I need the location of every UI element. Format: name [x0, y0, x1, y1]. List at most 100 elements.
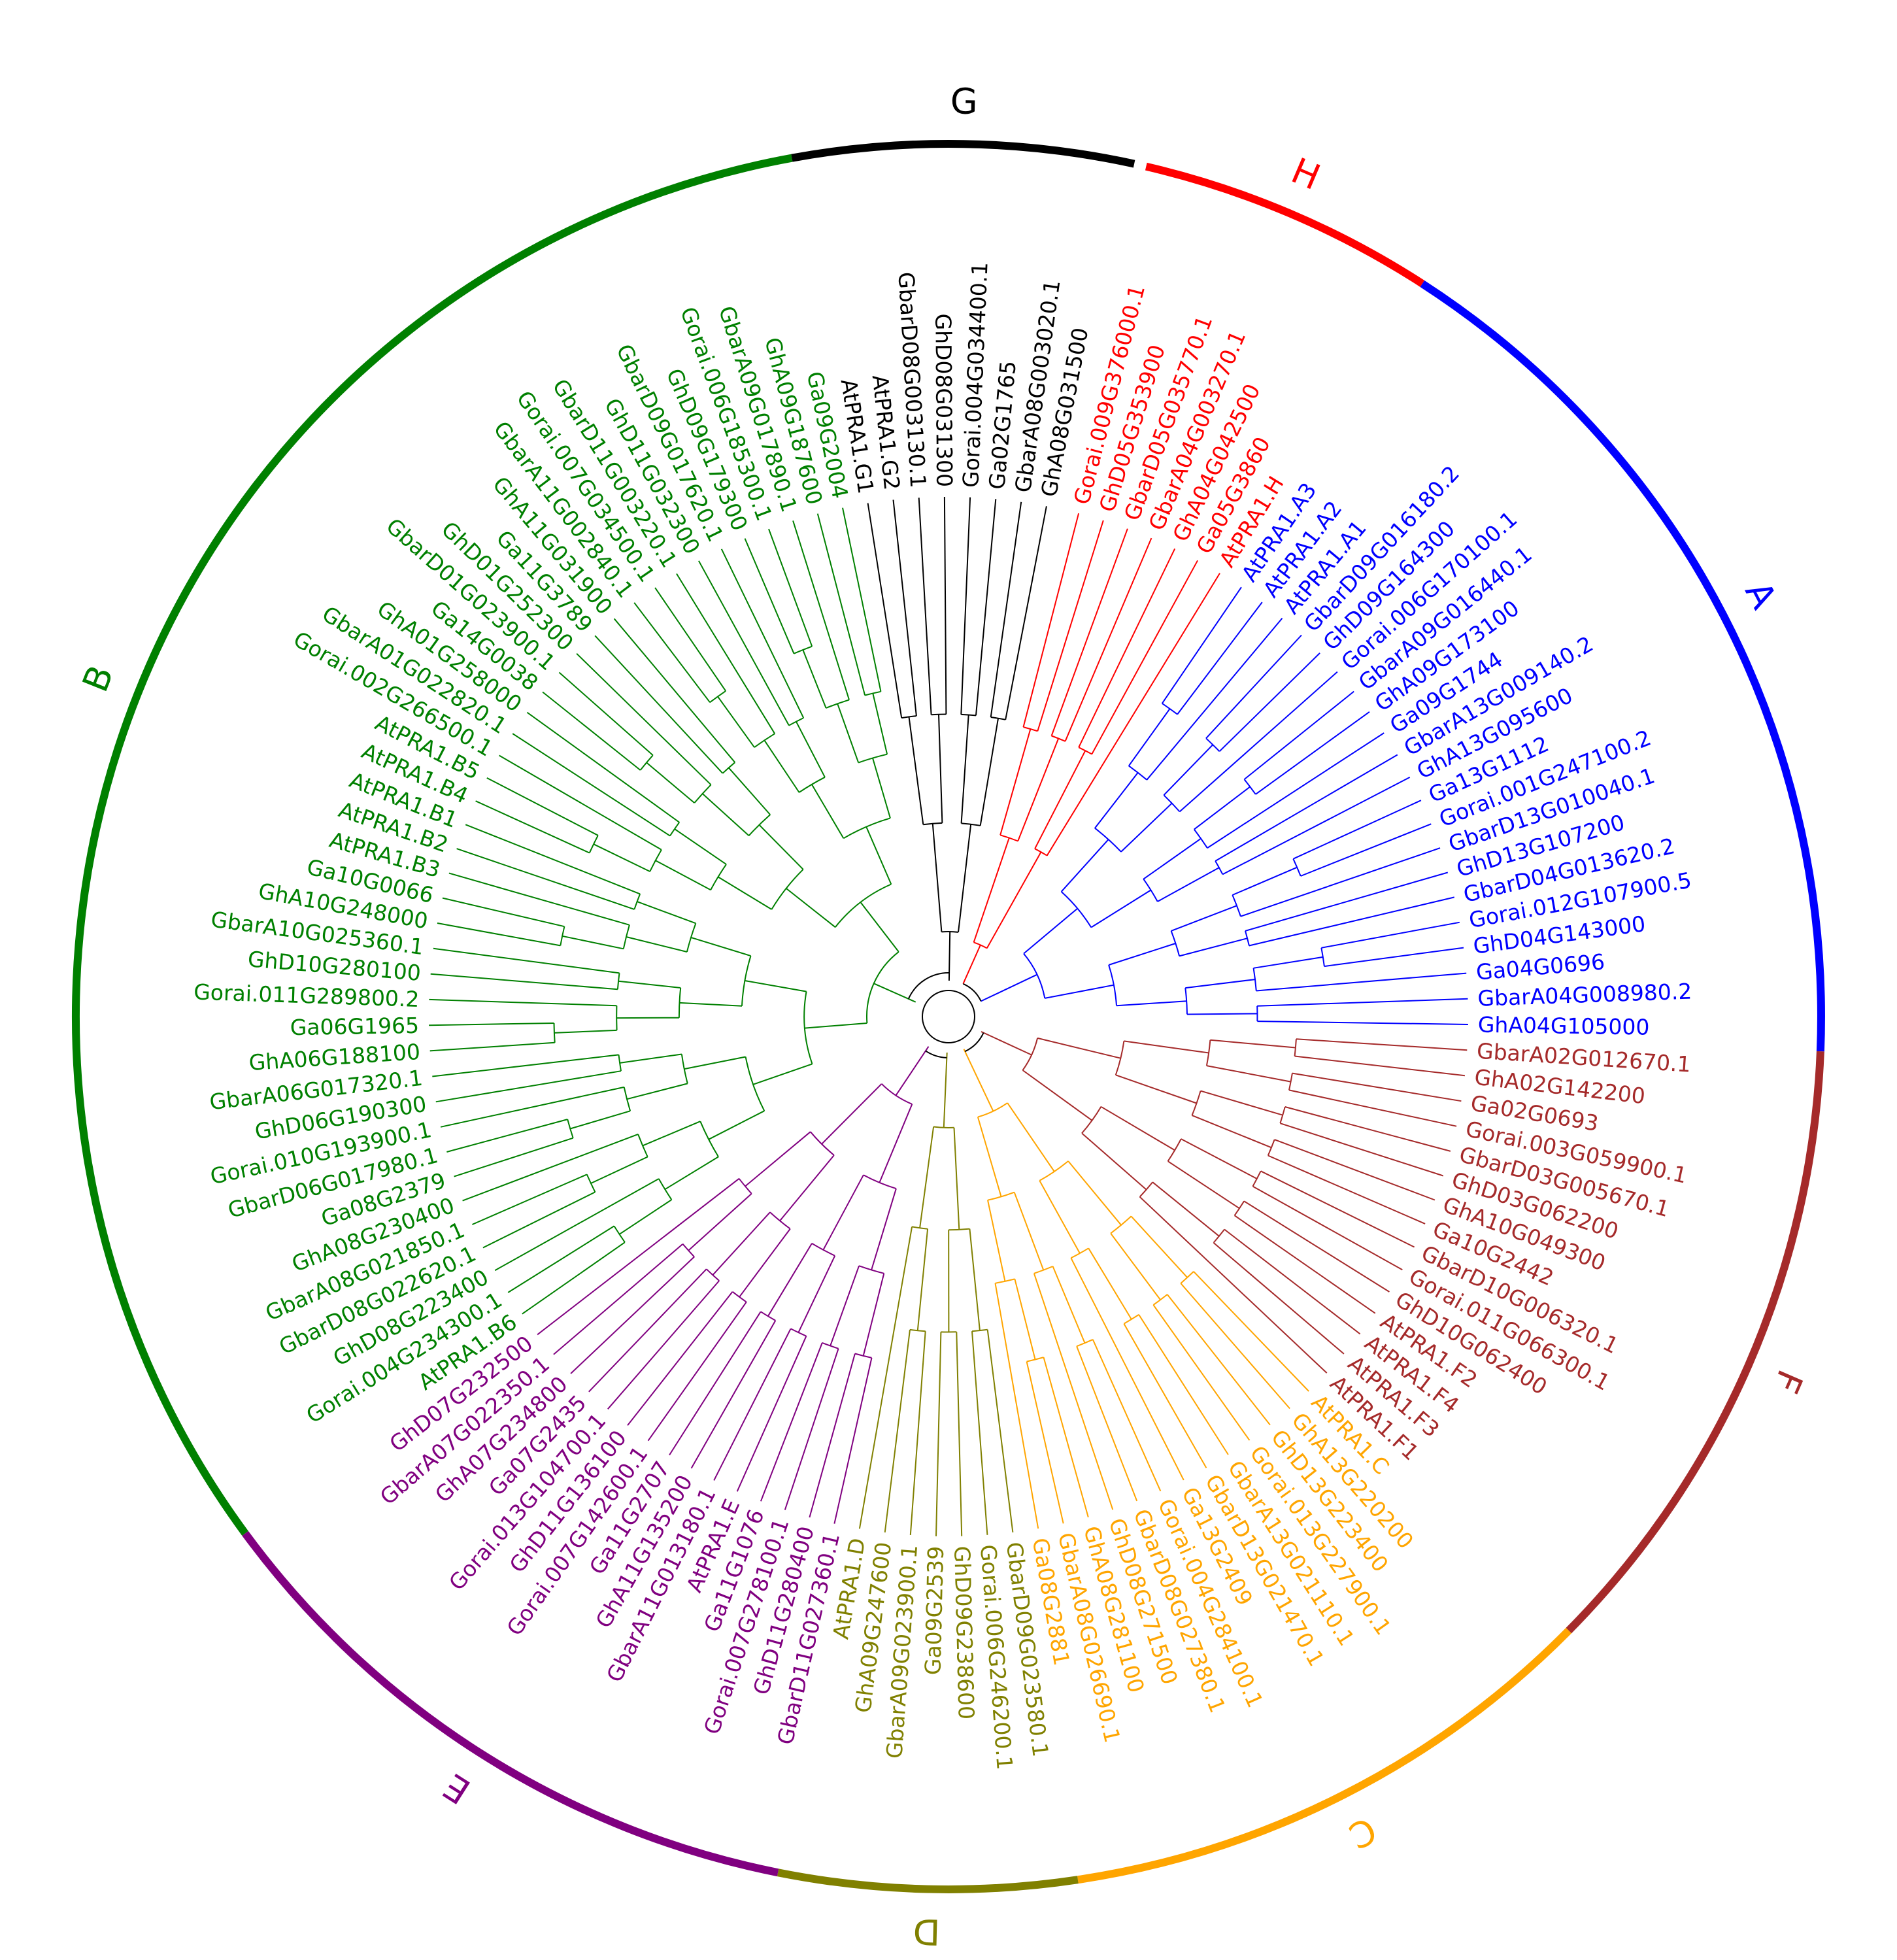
branch-line: [872, 693, 888, 754]
branch-line: [767, 1243, 813, 1317]
branch-line: [1067, 1160, 1122, 1226]
branch-line: [943, 496, 947, 715]
branch-line: [1206, 1065, 1291, 1083]
branch-line: [1034, 750, 1086, 849]
branch-line: [1064, 537, 1152, 742]
branch-line: [1292, 1072, 1462, 1102]
branch-line: [1128, 708, 1171, 766]
branch-line: [872, 758, 891, 819]
branch-line: [619, 1053, 682, 1064]
branch-arc: [1110, 1215, 1132, 1234]
branch-line: [739, 1228, 791, 1298]
branch-line: [718, 876, 772, 910]
branch-line: [440, 1086, 624, 1128]
branch-line: [858, 1226, 913, 1529]
branch-line: [1280, 1123, 1444, 1177]
branch-line: [764, 739, 800, 793]
leaf-label: Gorai.011G289800.2: [193, 979, 420, 1012]
branch-line: [1115, 1074, 1197, 1104]
branch-line: [437, 922, 561, 947]
branch-line: [588, 1268, 707, 1393]
branch-line: [654, 587, 727, 692]
branch-line: [1186, 1013, 1258, 1015]
branch-line: [1043, 1357, 1089, 1517]
branch-line: [1123, 1323, 1207, 1468]
branch-line: [909, 1331, 926, 1535]
branch-line: [802, 649, 827, 709]
branch-arc: [999, 834, 1018, 842]
branch-line: [953, 1127, 960, 1230]
branch-line: [1116, 1000, 1187, 1007]
branch-arc: [1213, 1228, 1225, 1243]
branch-arc: [1152, 1294, 1168, 1306]
clade-label-b: B: [75, 660, 122, 698]
branch-line: [744, 538, 795, 654]
branch-arc: [1267, 1139, 1275, 1156]
clade-label-a: A: [1737, 575, 1785, 615]
branch-line: [1091, 560, 1198, 754]
branch-line: [918, 498, 932, 715]
branch-line: [862, 1273, 885, 1357]
branch-line: [430, 973, 618, 990]
branch-line: [1045, 984, 1115, 999]
branch-line: [842, 507, 882, 692]
clade-stem: [943, 1052, 948, 1128]
branch-arc: [1070, 1247, 1089, 1259]
branch-line: [708, 1110, 765, 1140]
branch-line: [919, 1126, 935, 1228]
branch-arc: [1320, 947, 1325, 967]
branch-line: [1252, 1185, 1403, 1271]
branch-line: [690, 936, 751, 957]
branch-line: [867, 503, 903, 718]
branch-line: [442, 897, 565, 928]
branch-line: [576, 652, 712, 786]
branch-line: [1037, 520, 1104, 732]
branch-line: [698, 560, 790, 726]
clade-stem: [873, 983, 916, 1003]
branch-line: [1070, 1257, 1184, 1481]
branch-line: [1179, 938, 1248, 957]
branch-line: [1022, 513, 1080, 728]
branch-line: [429, 1022, 554, 1026]
branch-line: [429, 1041, 555, 1052]
branch-line: [987, 1200, 1006, 1282]
branch-line: [1324, 947, 1464, 968]
branch-arc: [741, 955, 752, 1006]
branch-line: [688, 1193, 752, 1251]
branch-arc: [803, 991, 813, 1064]
branch-line: [642, 1121, 701, 1147]
branch-line: [1060, 839, 1109, 892]
branch-line: [1284, 1106, 1451, 1152]
branch-line: [822, 1174, 864, 1251]
branch-arc: [658, 1178, 673, 1200]
branch-line: [1076, 1345, 1138, 1502]
branch-line: [512, 733, 671, 837]
branch-line: [554, 1029, 617, 1034]
branch-line: [1218, 652, 1320, 752]
branch-line: [429, 998, 617, 1007]
branch-line: [833, 1357, 873, 1524]
branch-line: [542, 691, 641, 771]
branch-line: [1090, 889, 1152, 928]
branch-line: [482, 1191, 596, 1249]
branch-line: [811, 784, 845, 839]
branch-line: [1161, 586, 1242, 704]
branch-line: [1163, 744, 1214, 796]
branch-line: [562, 935, 624, 950]
branch-arc: [745, 1056, 765, 1111]
branch-arc: [722, 762, 735, 774]
branch-line: [892, 499, 917, 717]
branch-line: [797, 1255, 836, 1333]
branch-line: [646, 762, 695, 803]
branch-line: [1243, 1200, 1390, 1293]
branch-arc: [754, 733, 775, 748]
branch-line: [1192, 1115, 1272, 1149]
branch-line: [1193, 1271, 1309, 1392]
branch-line: [745, 980, 807, 992]
leaf-label: GhA04G105000: [1478, 1012, 1650, 1040]
branch-line: [713, 1328, 792, 1481]
branch-line: [1207, 732, 1385, 849]
branch-line: [446, 1119, 568, 1153]
branch-arc: [1060, 891, 1092, 928]
